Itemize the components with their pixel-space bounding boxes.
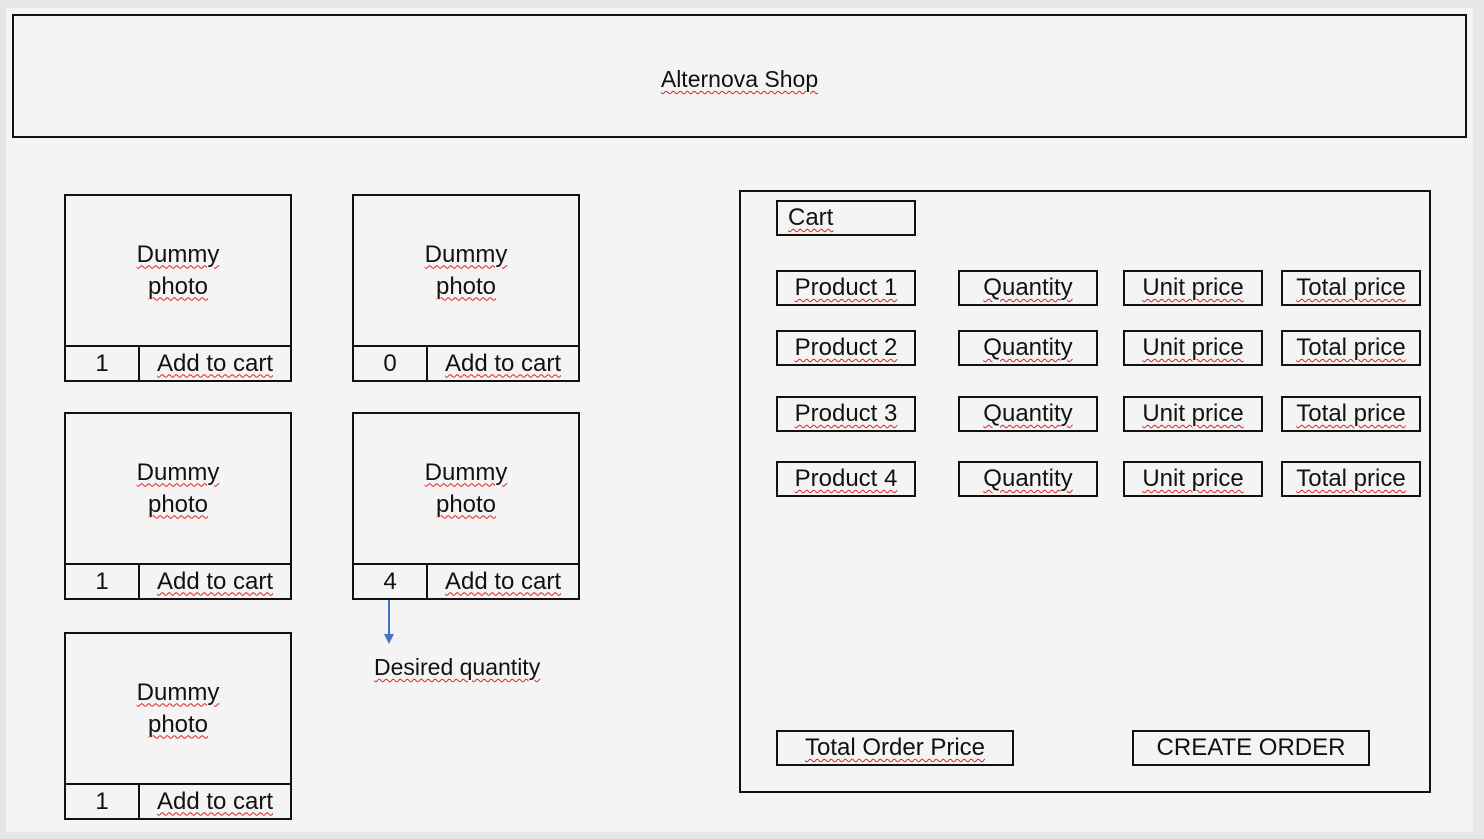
product-photo: Dummy photo [354, 414, 578, 565]
cart-row-product: Product 1 [776, 270, 916, 306]
cart-row-quantity: Quantity [958, 330, 1098, 366]
cart-row-total-price: Total price [1281, 270, 1421, 306]
product-photo: Dummy photo [66, 196, 290, 347]
desired-quantity-annotation: Desired quantity [374, 654, 541, 680]
add-to-cart-button[interactable]: Add to cart [156, 349, 274, 377]
product-card: Dummy photo 0 Add to cart [352, 194, 580, 382]
cart-row-product: Product 3 [776, 396, 916, 432]
product-photo: Dummy photo [66, 634, 290, 785]
quantity-input[interactable]: 1 [66, 347, 140, 380]
photo-caption-line2: photo [147, 490, 209, 518]
shop-title: Alternova Shop [660, 66, 819, 92]
add-to-cart-button[interactable]: Add to cart [156, 567, 274, 595]
photo-caption-line2: photo [147, 272, 209, 300]
add-to-cart-button[interactable]: Add to cart [444, 567, 562, 595]
product-card: Dummy photo 4 Add to cart [352, 412, 580, 600]
cart-row-product: Product 4 [776, 461, 916, 497]
photo-caption-line2: photo [147, 710, 209, 738]
quantity-input[interactable]: 4 [354, 565, 428, 598]
quantity-input[interactable]: 0 [354, 347, 428, 380]
photo-caption-line2: photo [435, 490, 497, 518]
add-to-cart-button[interactable]: Add to cart [444, 349, 562, 377]
cart-row-unit-price: Unit price [1123, 461, 1263, 497]
product-photo: Dummy photo [66, 414, 290, 565]
shop-header: Alternova Shop [12, 14, 1467, 138]
product-card: Dummy photo 1 Add to cart [64, 412, 292, 600]
cart-row-total-price: Total price [1281, 461, 1421, 497]
cart-row-total-price: Total price [1281, 330, 1421, 366]
product-photo: Dummy photo [354, 196, 578, 347]
total-order-price: Total Order Price [776, 730, 1014, 766]
annotation-arrow-line [388, 600, 390, 636]
cart-row-unit-price: Unit price [1123, 396, 1263, 432]
photo-caption-line1: Dummy [136, 678, 220, 706]
annotation-arrow-head-icon [384, 634, 394, 644]
cart-row-quantity: Quantity [958, 461, 1098, 497]
photo-caption-line1: Dummy [136, 240, 220, 268]
add-to-cart-button[interactable]: Add to cart [156, 787, 274, 815]
cart-row-quantity: Quantity [958, 396, 1098, 432]
cart-row-unit-price: Unit price [1123, 270, 1263, 306]
photo-caption-line1: Dummy [136, 458, 220, 486]
quantity-input[interactable]: 1 [66, 565, 140, 598]
cart-row-product: Product 2 [776, 330, 916, 366]
cart-row-unit-price: Unit price [1123, 330, 1263, 366]
create-order-button[interactable]: CREATE ORDER [1132, 730, 1370, 766]
quantity-input[interactable]: 1 [66, 785, 140, 818]
cart-row-total-price: Total price [1281, 396, 1421, 432]
photo-caption-line1: Dummy [424, 458, 508, 486]
product-card: Dummy photo 1 Add to cart [64, 632, 292, 820]
cart-title: Cart [776, 200, 916, 236]
photo-caption-line1: Dummy [424, 240, 508, 268]
cart-row-quantity: Quantity [958, 270, 1098, 306]
product-card: Dummy photo 1 Add to cart [64, 194, 292, 382]
photo-caption-line2: photo [435, 272, 497, 300]
